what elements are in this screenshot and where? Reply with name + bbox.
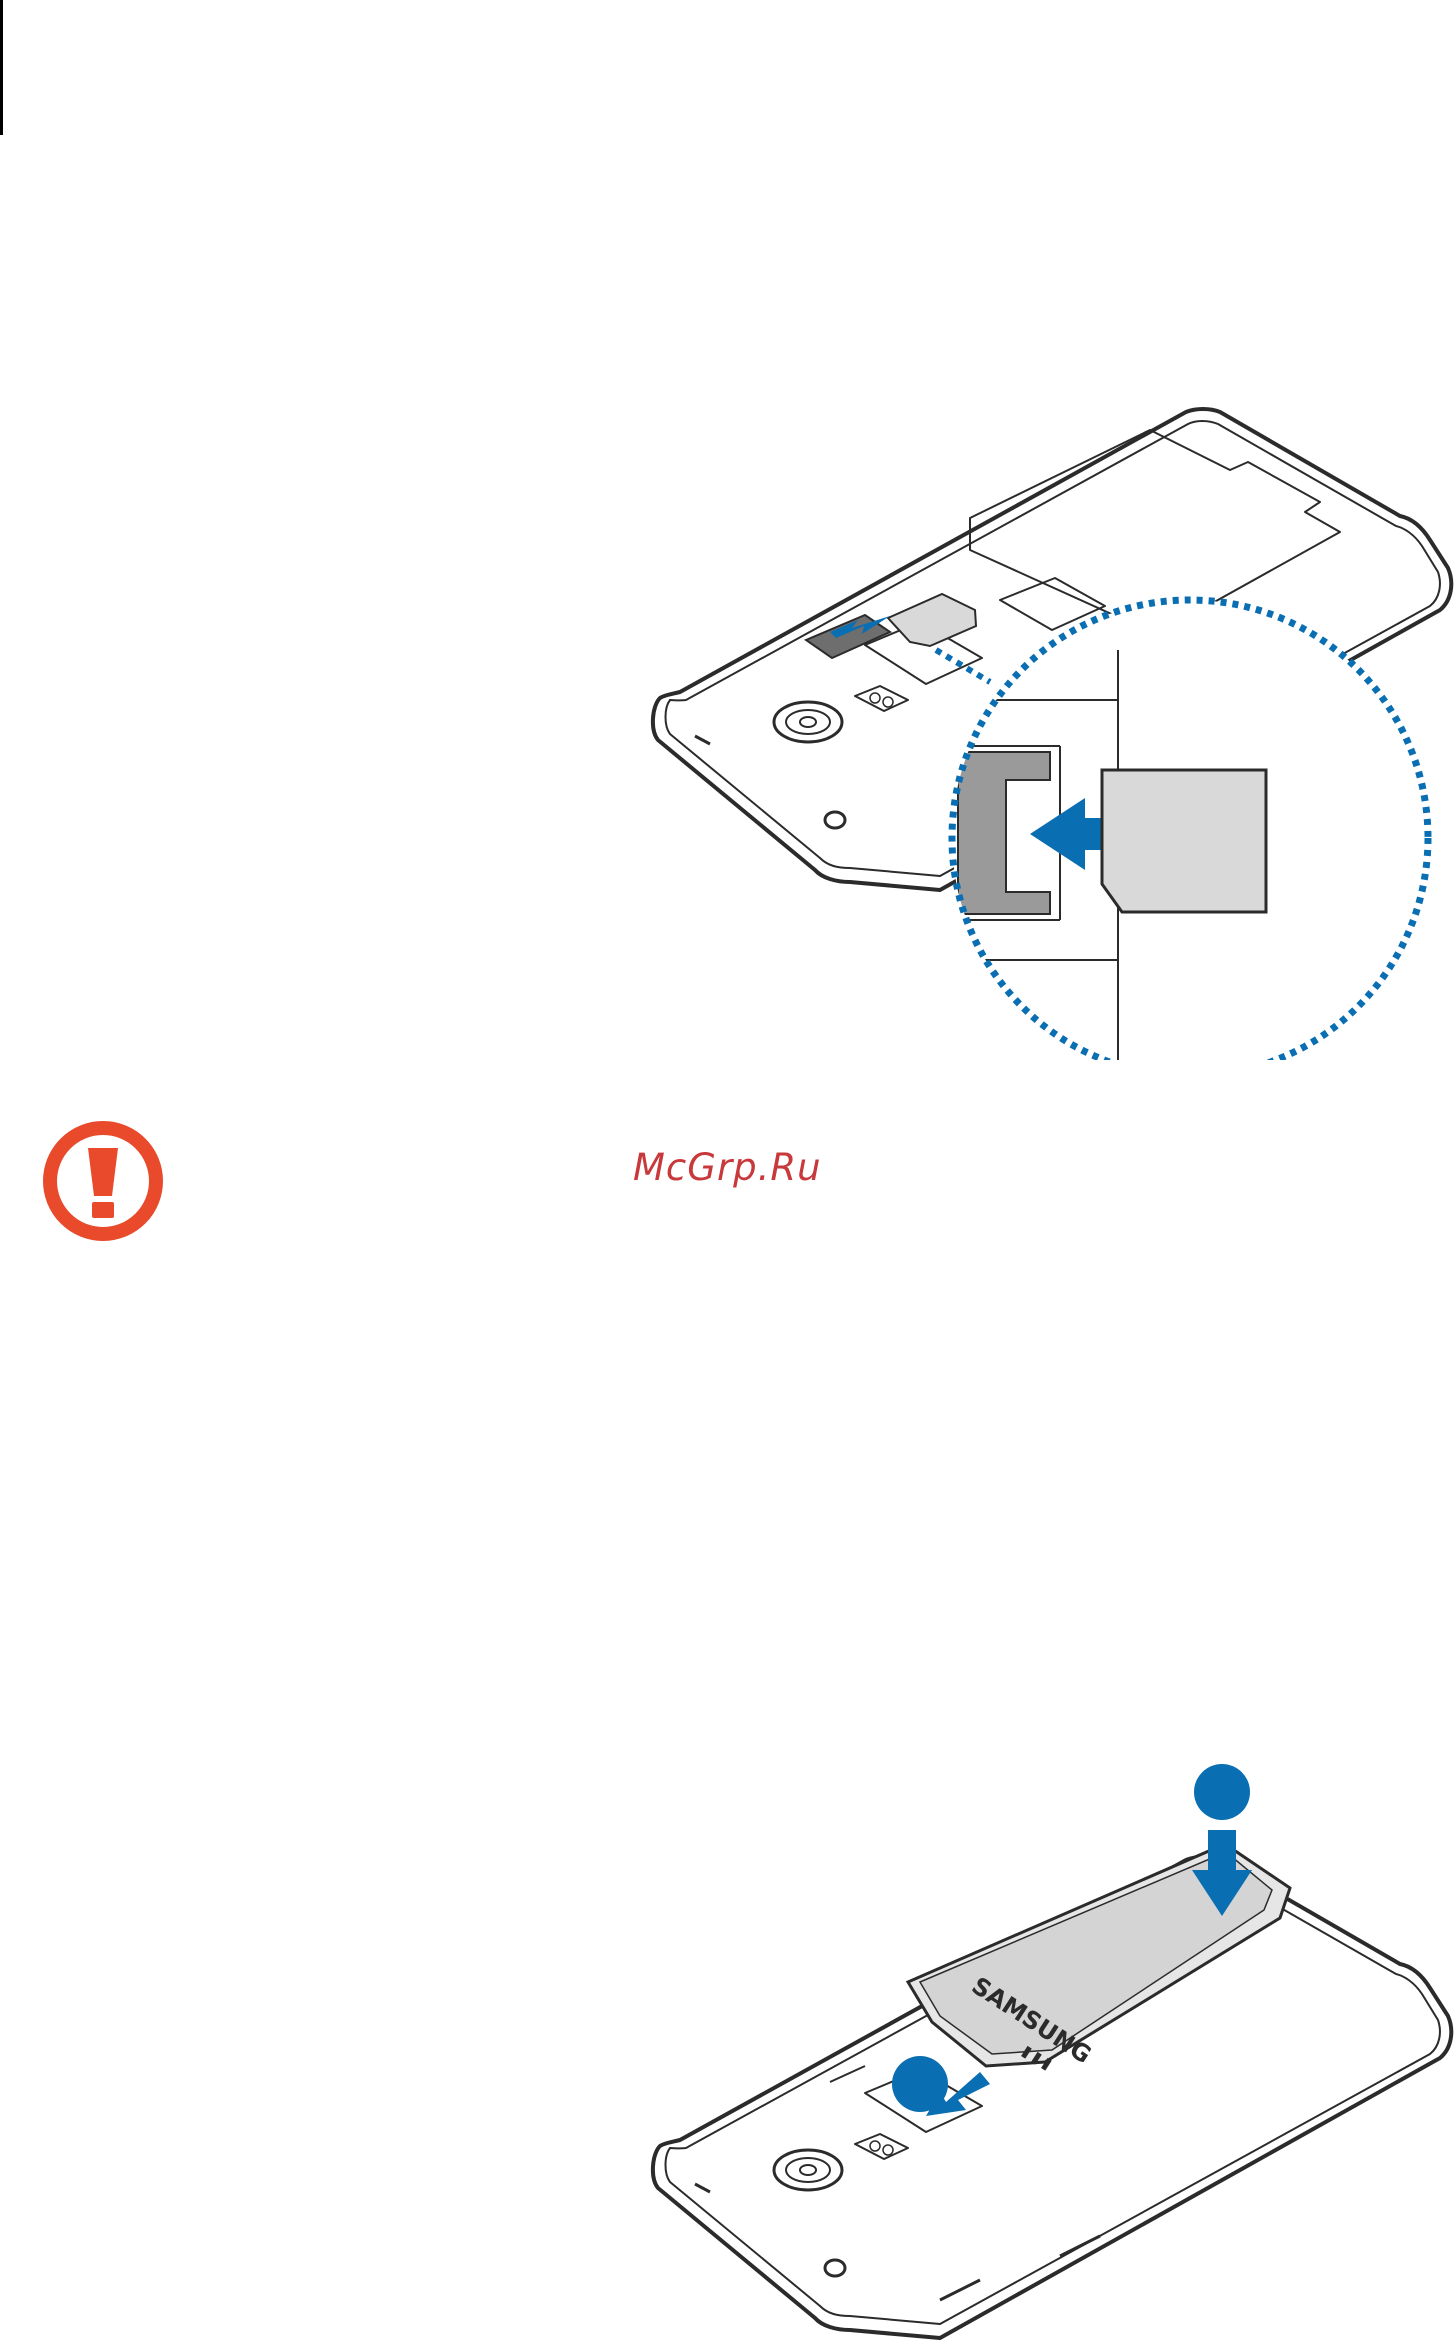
zoom-callout <box>952 600 1428 1060</box>
watermark-text: McGrp.Ru <box>633 1146 822 1189</box>
caution-exclamation-icon <box>40 1118 166 1244</box>
page-margin-bar <box>0 0 3 135</box>
step-1-badge <box>1194 1764 1250 1820</box>
sim-card-insert-illustration <box>640 400 1456 1060</box>
zoom-sim-card <box>1102 770 1266 912</box>
small-sim-card <box>806 594 976 658</box>
battery-insert-illustration: SAMSUNG <box>640 1720 1456 2341</box>
